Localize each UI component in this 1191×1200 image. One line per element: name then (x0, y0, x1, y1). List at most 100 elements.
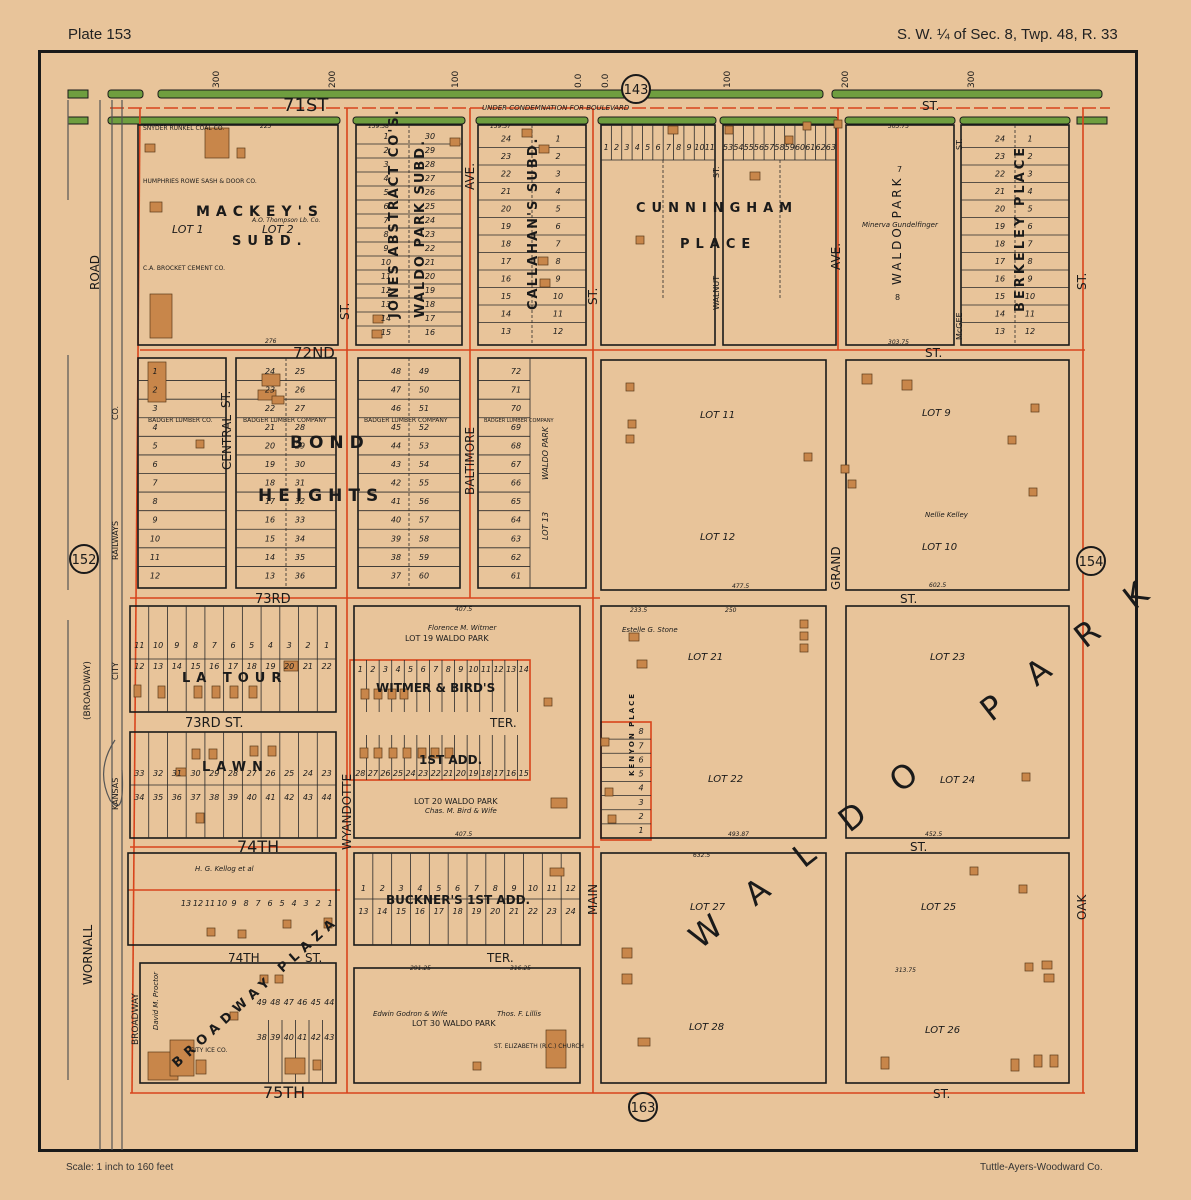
svg-text:32: 32 (295, 497, 305, 506)
svg-text:5: 5 (383, 188, 388, 197)
svg-text:303.75: 303.75 (888, 123, 909, 130)
svg-text:16: 16 (415, 907, 425, 916)
svg-text:49: 49 (419, 367, 429, 376)
buildings (133, 119, 1059, 1081)
svg-text:11: 11 (547, 884, 557, 893)
svg-text:35: 35 (295, 553, 305, 562)
svg-text:CITY: CITY (111, 662, 120, 680)
svg-text:8: 8 (895, 293, 900, 302)
svg-text:51: 51 (419, 404, 429, 413)
svg-text:58: 58 (419, 534, 429, 543)
svg-text:7: 7 (383, 216, 389, 225)
street-baltimore: BALTIMORE (463, 427, 477, 495)
plate-link-143[interactable]: 143 (621, 74, 651, 104)
svg-text:26: 26 (295, 386, 305, 395)
waldo-park-name: WALDO PARK (682, 550, 1188, 957)
svg-text:6: 6 (267, 899, 272, 908)
svg-text:39: 39 (391, 534, 401, 543)
svg-text:ST.: ST. (910, 840, 927, 854)
svg-text:SNYDER RUNKEL COAL CO.: SNYDER RUNKEL COAL CO. (143, 125, 224, 132)
svg-text:LOT 24: LOT 24 (940, 775, 975, 786)
svg-text:7: 7 (666, 143, 672, 152)
svg-text:1: 1 (383, 132, 388, 141)
svg-text:32: 32 (153, 769, 163, 778)
svg-text:17: 17 (501, 257, 512, 266)
svg-text:37: 37 (190, 793, 201, 802)
svg-text:35: 35 (153, 793, 163, 802)
svg-text:5: 5 (249, 641, 254, 650)
svg-text:13: 13 (265, 571, 275, 580)
svg-text:7: 7 (433, 665, 439, 674)
svg-text:60: 60 (795, 143, 805, 152)
svg-text:23: 23 (995, 152, 1005, 161)
svg-text:3: 3 (383, 160, 388, 169)
svg-text:18: 18 (265, 479, 275, 488)
svg-text:100: 100 (451, 71, 461, 88)
svg-text:48: 48 (270, 998, 280, 1007)
svg-text:33: 33 (295, 516, 305, 525)
svg-text:6: 6 (383, 202, 388, 211)
svg-text:54: 54 (733, 143, 743, 152)
svg-text:8: 8 (152, 497, 157, 506)
svg-text:291.25: 291.25 (410, 965, 431, 972)
plate-link-163[interactable]: 163 (628, 1092, 658, 1122)
scale-label: Scale: 1 inch to 160 feet (66, 1162, 174, 1173)
svg-text:14: 14 (377, 907, 387, 916)
svg-text:ST.: ST. (1075, 273, 1089, 290)
svg-text:24: 24 (303, 769, 313, 778)
svg-text:143: 143 (624, 83, 649, 98)
street-broadway: BROADWAY (131, 993, 141, 1045)
svg-text:3: 3 (303, 899, 308, 908)
svg-text:46: 46 (391, 404, 401, 413)
svg-text:20: 20 (425, 272, 435, 281)
svg-text:20: 20 (490, 907, 500, 916)
svg-text:8: 8 (243, 899, 248, 908)
svg-text:59: 59 (785, 143, 795, 152)
svg-text:29: 29 (295, 441, 305, 450)
svg-text:41: 41 (265, 793, 275, 802)
street-road: ROAD (88, 255, 102, 290)
svg-text:LOT 27: LOT 27 (690, 902, 726, 913)
svg-text:LOT 12: LOT 12 (700, 532, 735, 543)
svg-text:0.0: 0.0 (574, 73, 584, 88)
svg-text:22: 22 (425, 244, 435, 253)
svg-text:19: 19 (995, 222, 1005, 231)
svg-text:6: 6 (230, 641, 235, 650)
svg-text:18: 18 (452, 907, 462, 916)
svg-text:52: 52 (419, 423, 429, 432)
svg-text:20: 20 (284, 662, 294, 671)
svg-text:3: 3 (399, 884, 404, 893)
svg-text:1: 1 (358, 665, 363, 674)
svg-text:21: 21 (501, 187, 511, 196)
plate-link-152[interactable]: 152 (69, 544, 99, 574)
svg-text:26: 26 (425, 188, 435, 197)
svg-text:1ST ADD.: 1ST ADD. (419, 753, 482, 767)
svg-text:PLACE: PLACE (680, 237, 756, 252)
svg-text:1: 1 (604, 143, 609, 152)
svg-text:13: 13 (506, 665, 516, 674)
svg-text:2: 2 (152, 386, 157, 395)
svg-text:2: 2 (380, 884, 385, 893)
svg-text:7: 7 (255, 899, 261, 908)
svg-text:12: 12 (565, 884, 575, 893)
street-wornall: WORNALL (81, 924, 95, 985)
svg-text:25: 25 (295, 367, 305, 376)
svg-text:47: 47 (391, 386, 402, 395)
svg-text:20: 20 (995, 204, 1005, 213)
svg-text:22: 22 (501, 169, 511, 178)
svg-text:3: 3 (638, 798, 643, 807)
svg-text:29: 29 (209, 769, 219, 778)
svg-text:7: 7 (474, 884, 480, 893)
svg-text:56: 56 (754, 143, 764, 152)
buckners-add-name: BUCKNER'S 1ST ADD. (386, 893, 530, 907)
svg-text:21: 21 (443, 769, 453, 778)
svg-text:9: 9 (383, 244, 388, 253)
svg-text:LOT 2: LOT 2 (262, 223, 294, 236)
svg-text:54: 54 (419, 460, 429, 469)
svg-text:BADGER LUMBER COMPANY: BADGER LUMBER COMPANY (243, 417, 327, 424)
svg-text:Florence M. Witmer: Florence M. Witmer (428, 624, 497, 632)
svg-text:250: 250 (725, 607, 737, 614)
svg-text:10: 10 (694, 143, 704, 152)
svg-text:11: 11 (134, 641, 144, 650)
plate-link-154[interactable]: 154 (1076, 546, 1106, 576)
